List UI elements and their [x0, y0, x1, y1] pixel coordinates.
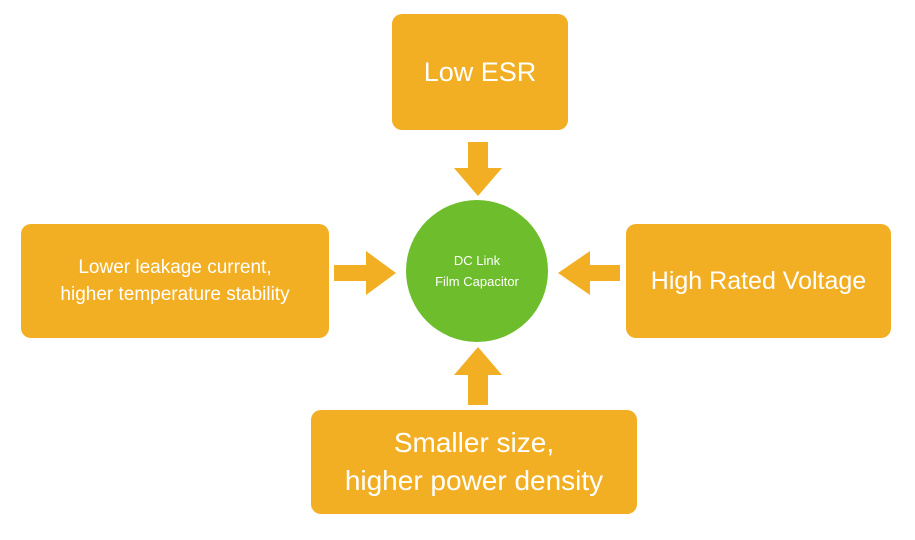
center-node-dc-link-film-capacitor: DC Link Film Capacitor: [406, 200, 548, 342]
arrow-right-icon: [334, 251, 396, 295]
feature-label-line: Low ESR: [423, 56, 537, 87]
center-label-line: Film Capacitor: [435, 274, 519, 289]
feature-label-line: High Rated Voltage: [650, 266, 867, 295]
feature-box-high-rated-voltage: High Rated Voltage: [626, 224, 891, 338]
feature-label-line: Lower leakage current,: [78, 257, 272, 278]
feature-box-size-power-density: Smaller size, higher power density: [311, 410, 637, 514]
feature-label-line: higher temperature stability: [60, 284, 290, 305]
feature-label-line: higher power density: [344, 465, 604, 496]
arrow-down-icon: [454, 142, 502, 196]
arrow-up-icon: [454, 347, 502, 405]
center-label-line: DC Link: [453, 253, 501, 268]
arrow-left-icon: [558, 251, 620, 295]
feature-label-line: Smaller size,: [393, 427, 555, 458]
feature-box-low-esr: Low ESR: [392, 14, 568, 130]
feature-box-leakage-stability: Lower leakage current, higher temperatur…: [21, 224, 329, 338]
